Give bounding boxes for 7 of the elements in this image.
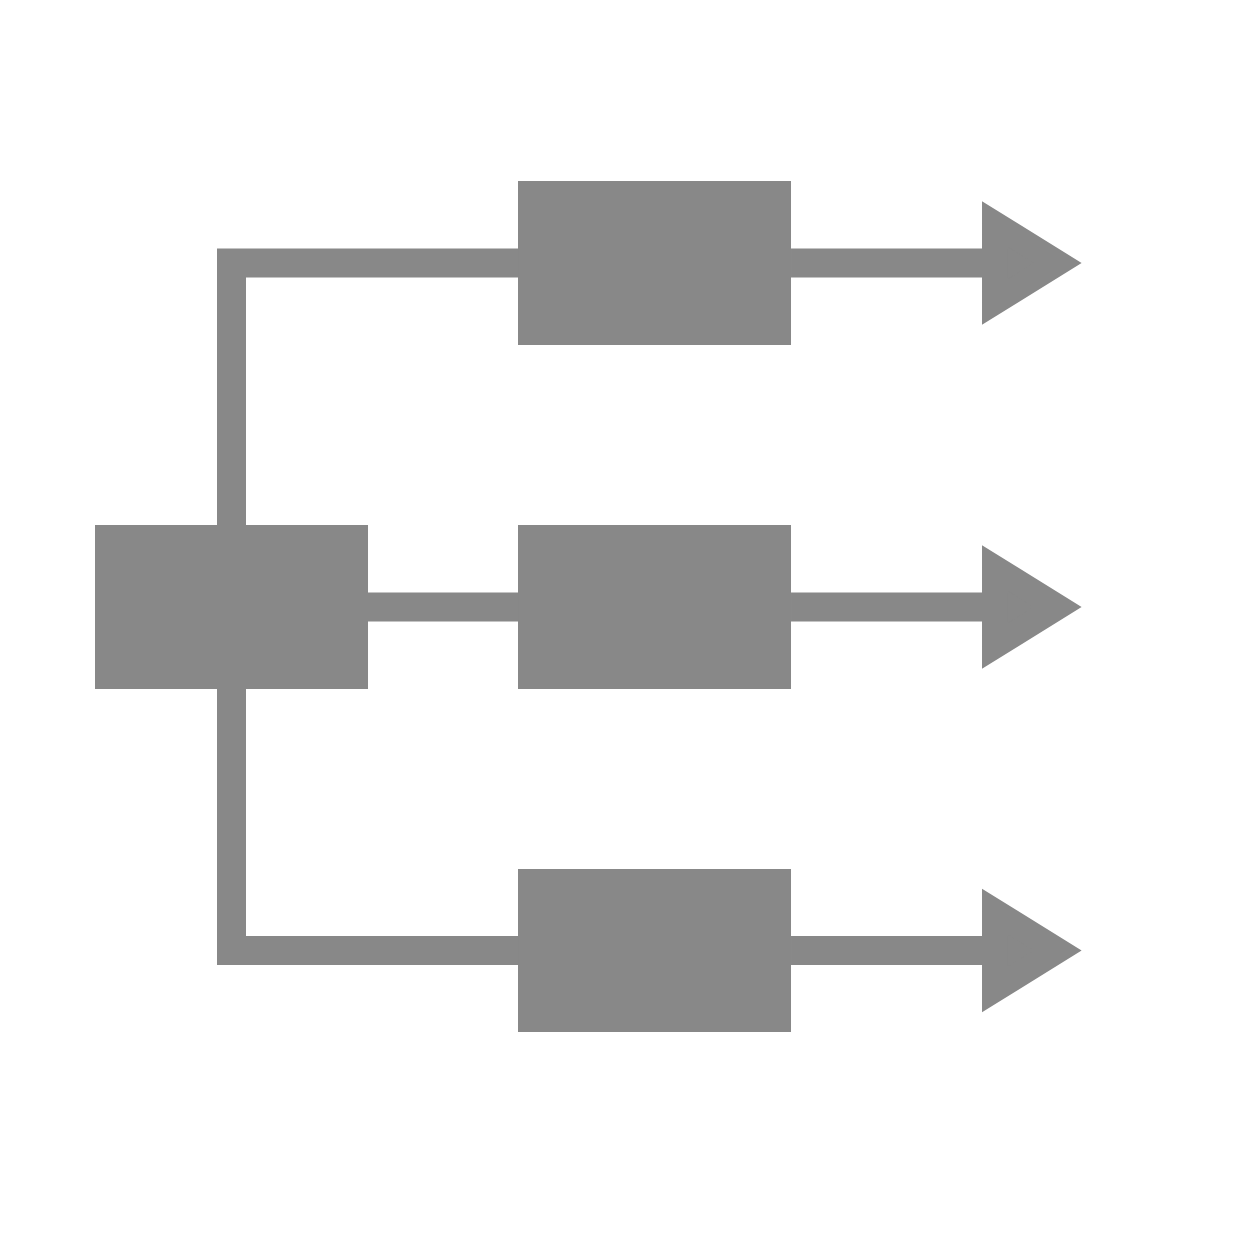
connector-line: [217, 248, 518, 525]
process-box: [95, 525, 368, 689]
connector-line: [368, 592, 518, 622]
connector-line: [217, 689, 518, 965]
process-box: [518, 525, 791, 689]
process-box: [518, 869, 791, 1032]
process-box: [518, 181, 791, 345]
